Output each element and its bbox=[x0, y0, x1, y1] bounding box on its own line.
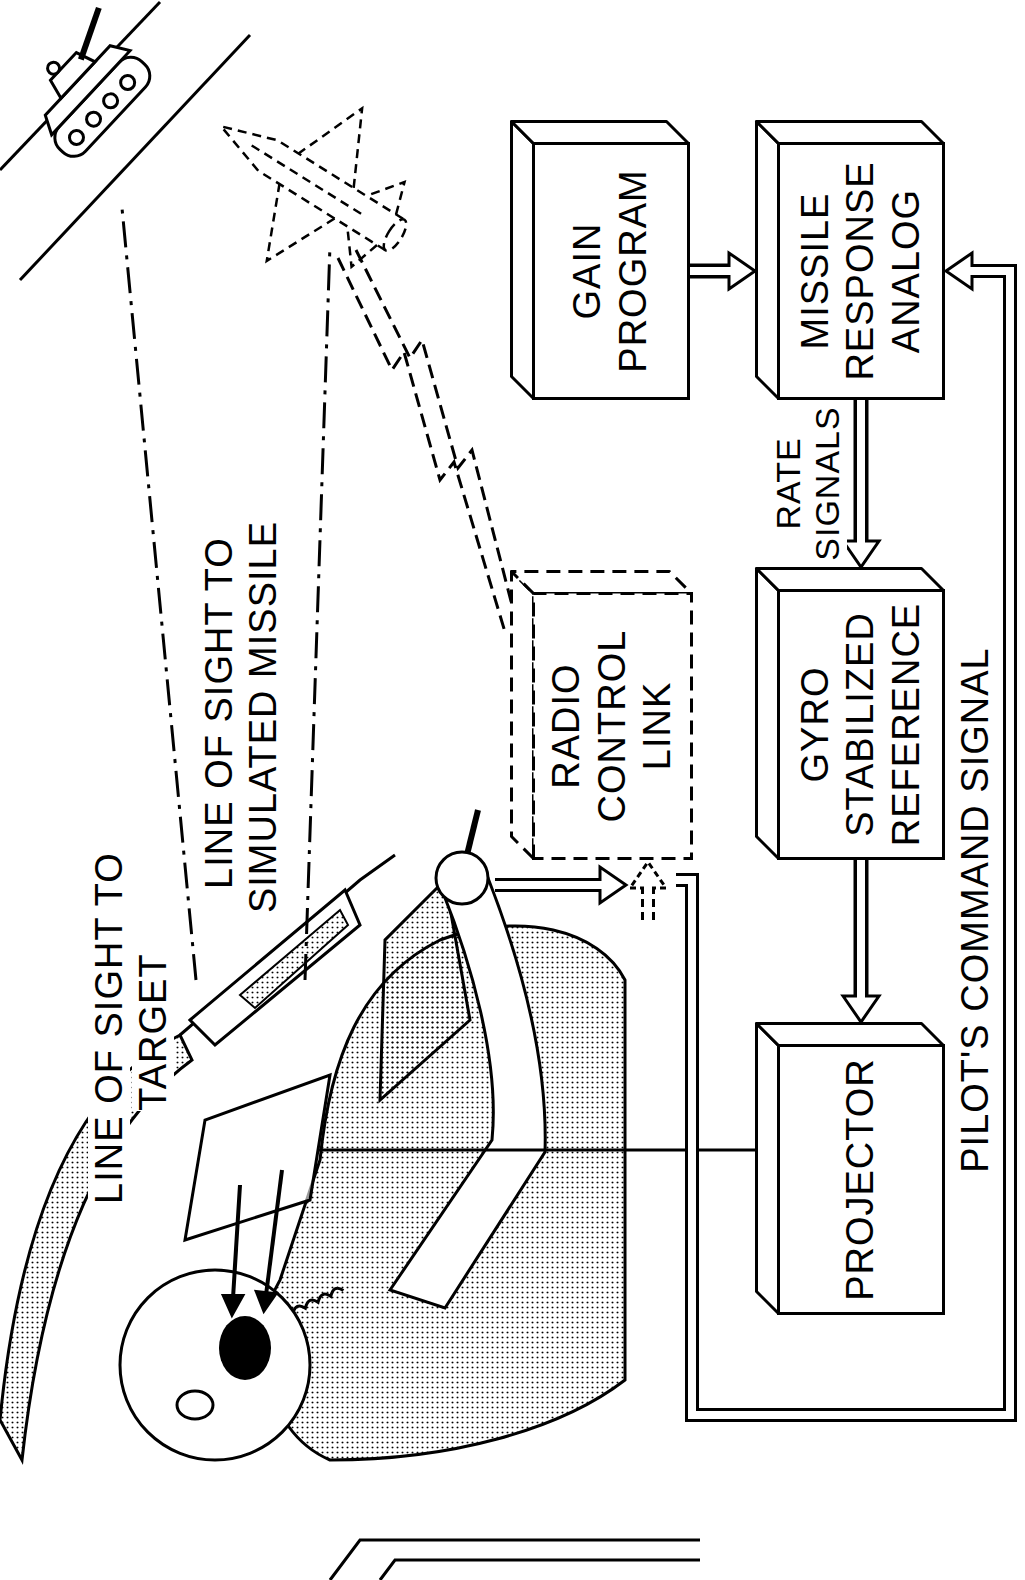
illustration-stroke bbox=[251, 145, 361, 214]
illustration-stroke bbox=[67, 128, 87, 148]
sight-label: LINE OF SIGHT TO SIMULATED MISSILE bbox=[198, 517, 284, 913]
windscreen bbox=[190, 890, 360, 1045]
pilot-arm bbox=[390, 878, 545, 1308]
illustration-stroke bbox=[266, 1170, 282, 1295]
box-text: MISSILE RESPONSE ANALOG bbox=[777, 142, 945, 400]
illustration-stroke bbox=[118, 73, 138, 93]
block-front bbox=[534, 144, 689, 399]
illustration-stroke bbox=[946, 253, 972, 289]
illustration-stroke bbox=[338, 258, 505, 632]
box-label: GAIN PROGRAM bbox=[565, 152, 656, 390]
sight-label: LINE OF SIGHT TO TARGET bbox=[88, 852, 174, 1208]
simulated-missile bbox=[173, 50, 448, 315]
box-label: PROJECTOR bbox=[838, 1058, 884, 1301]
arrow-hollow bbox=[690, 267, 732, 275]
helmet-earcup bbox=[177, 1391, 213, 1419]
arrow-hollow bbox=[857, 400, 865, 544]
projector-beam bbox=[318, 1149, 777, 1152]
sight-label: LINE OF SIGHT TO SIMULATED MISSILE bbox=[198, 490, 285, 940]
sight-line-missile bbox=[305, 245, 330, 980]
box-text: RADIO CONTROL LINK bbox=[532, 592, 693, 860]
illustration-stroke bbox=[241, 92, 392, 279]
illustration-stroke bbox=[356, 250, 512, 605]
block-face bbox=[757, 569, 944, 591]
illustration-stroke bbox=[380, 216, 411, 254]
illustration-stroke bbox=[212, 111, 405, 250]
windscreen-panel bbox=[240, 910, 348, 1008]
illustration-stroke bbox=[101, 91, 121, 111]
box-text: GYRO STABILIZED REFERENCE bbox=[777, 589, 945, 860]
command-signal-line bbox=[676, 253, 1010, 1415]
block-face bbox=[512, 572, 534, 859]
illustration-stroke bbox=[644, 885, 652, 920]
arrow-hollow bbox=[857, 860, 865, 999]
block-front bbox=[534, 594, 692, 859]
box-label: MISSILE RESPONSE ANALOG bbox=[793, 152, 930, 390]
block-face bbox=[757, 122, 944, 144]
box-text: PROJECTOR bbox=[777, 1044, 945, 1315]
arrow-head bbox=[843, 996, 879, 1022]
illustration-stroke bbox=[630, 862, 666, 888]
signal-label: RATE SIGNALS bbox=[769, 401, 847, 567]
pilot-visor bbox=[219, 1316, 271, 1380]
program-block: GAIN PROGRAM bbox=[532, 142, 690, 400]
illustration-stroke bbox=[84, 109, 104, 129]
block-face bbox=[757, 569, 779, 859]
arrow-head bbox=[843, 541, 879, 567]
radio-link-beam bbox=[338, 250, 512, 632]
block-front bbox=[779, 1046, 944, 1314]
signal-arrow bbox=[843, 400, 879, 567]
radio-command-arrow bbox=[630, 862, 666, 920]
illustration-stroke bbox=[495, 881, 603, 889]
illustration-stroke bbox=[233, 1185, 240, 1298]
sight-arrows bbox=[224, 1170, 282, 1314]
block-face bbox=[512, 122, 534, 399]
sight-label: PILOT'S COMMAND SIGNAL bbox=[954, 560, 998, 1260]
illustration-stroke bbox=[224, 1296, 242, 1314]
analog-block: MISSILE RESPONSE ANALOG bbox=[777, 142, 945, 400]
hand-arrow bbox=[495, 867, 626, 903]
block-face bbox=[757, 1024, 779, 1314]
ground-line bbox=[20, 35, 250, 280]
illustration-stroke bbox=[676, 271, 1010, 1415]
signal-label: PILOT'S COMMAND SIGNAL bbox=[954, 643, 996, 1176]
block-face bbox=[512, 122, 689, 144]
illustration-stroke bbox=[45, 60, 62, 77]
signal-arrow bbox=[843, 860, 879, 1022]
sight-label: LINE OF SIGHT TO TARGET bbox=[88, 810, 175, 1250]
illustration-stroke bbox=[330, 169, 413, 272]
signal-arrow bbox=[690, 253, 755, 289]
seat-back bbox=[330, 1540, 700, 1580]
radio-block: RADIO CONTROL LINK bbox=[532, 592, 693, 860]
illustration-stroke bbox=[65, 8, 115, 60]
block-face bbox=[512, 572, 692, 594]
sight-line-target bbox=[122, 208, 196, 980]
illustration-stroke bbox=[600, 867, 626, 903]
ground-line bbox=[0, 2, 160, 170]
pilot-hand bbox=[436, 852, 488, 904]
pilot-helmet bbox=[120, 1270, 310, 1460]
box-label: GYRO STABILIZED REFERENCE bbox=[793, 599, 930, 850]
block-front bbox=[779, 144, 944, 399]
illustration-stroke bbox=[257, 1292, 275, 1310]
target-tank bbox=[10, 8, 163, 163]
box-text: GAIN PROGRAM bbox=[532, 142, 690, 400]
gyro-block: GYRO STABILIZED REFERENCE bbox=[777, 589, 945, 860]
arrow-head bbox=[729, 253, 755, 289]
pilot-body bbox=[264, 926, 625, 1460]
projector-block: PROJECTOR bbox=[777, 1044, 945, 1315]
box-label: RADIO CONTROL LINK bbox=[544, 602, 681, 850]
combiner-glass bbox=[185, 1075, 330, 1240]
illustration-stroke bbox=[676, 271, 1010, 1415]
block-front bbox=[779, 591, 944, 859]
block-face bbox=[757, 1024, 944, 1046]
block-face bbox=[757, 122, 779, 399]
